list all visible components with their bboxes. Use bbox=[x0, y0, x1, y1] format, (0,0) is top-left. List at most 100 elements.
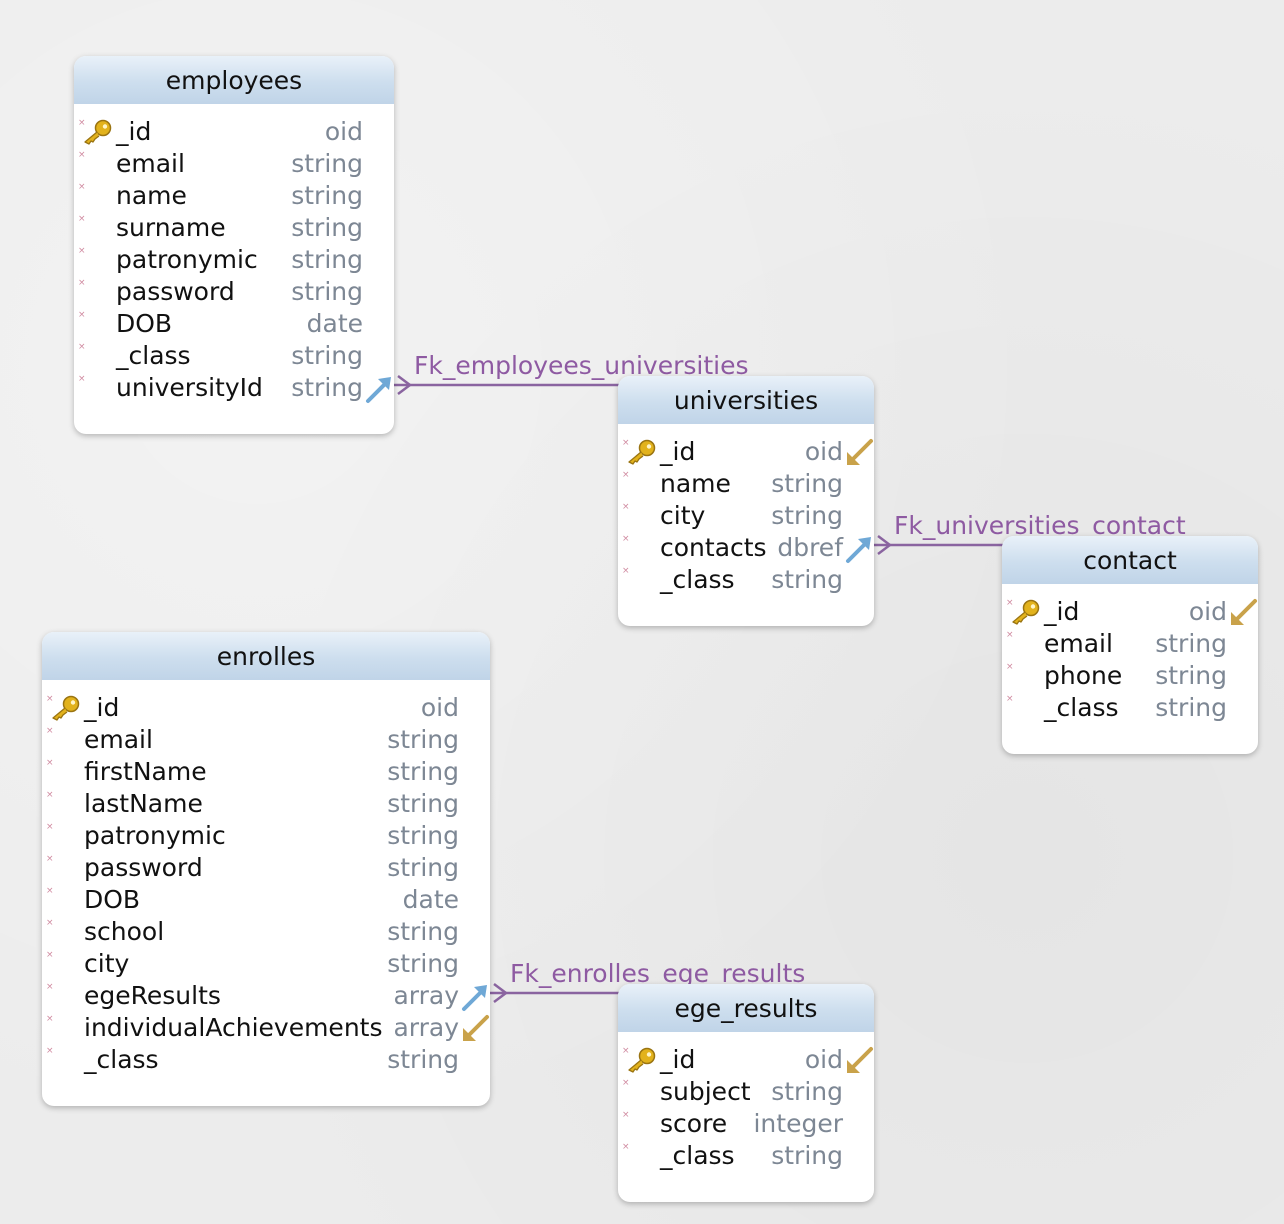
fk-label-employees-universities[interactable]: Fk_employees_universities bbox=[414, 351, 749, 380]
field-type: string bbox=[291, 213, 363, 242]
field-marker-icon: × bbox=[46, 1014, 54, 1024]
field-type: oid bbox=[804, 1045, 843, 1074]
field-type: string bbox=[291, 181, 363, 210]
primary-key-icon bbox=[52, 695, 80, 721]
field-row-id[interactable]: × _id oid bbox=[618, 1044, 874, 1076]
field-type: string bbox=[387, 853, 459, 882]
field-name: _id bbox=[84, 693, 120, 722]
field-type: array bbox=[393, 1013, 459, 1042]
field-name: email bbox=[116, 149, 185, 178]
field-type: oid bbox=[1188, 597, 1227, 626]
field-name: DOB bbox=[84, 885, 141, 914]
field-marker-icon: × bbox=[78, 150, 86, 160]
field-type: date bbox=[402, 885, 459, 914]
field-name: _id bbox=[660, 1045, 696, 1074]
field-name: _class bbox=[1044, 693, 1119, 722]
field-marker-icon: × bbox=[622, 1142, 630, 1152]
field-marker-icon: × bbox=[622, 1046, 630, 1056]
field-marker-icon: × bbox=[46, 982, 54, 992]
field-row-individualachievements[interactable]: × individualAchievements array bbox=[42, 1012, 490, 1044]
field-marker-icon: × bbox=[1006, 630, 1014, 640]
field-marker-icon: × bbox=[622, 534, 630, 544]
field-type: string bbox=[387, 789, 459, 818]
field-marker-icon: × bbox=[46, 854, 54, 864]
field-name: contacts bbox=[660, 533, 767, 562]
primary-key-icon bbox=[1012, 599, 1040, 625]
field-type: string bbox=[387, 917, 459, 946]
field-row-dob[interactable]: × DOB date bbox=[42, 884, 490, 916]
field-name: individualAchievements bbox=[84, 1013, 383, 1042]
field-type: string bbox=[771, 501, 843, 530]
field-type: string bbox=[387, 757, 459, 786]
field-name: firstName bbox=[84, 757, 207, 786]
field-name: patronymic bbox=[84, 821, 226, 850]
field-name: patronymic bbox=[116, 245, 258, 274]
field-type: string bbox=[1155, 661, 1227, 690]
table-title[interactable]: contact bbox=[1002, 536, 1258, 584]
field-marker-icon: × bbox=[1006, 598, 1014, 608]
table-title[interactable]: ege_results bbox=[618, 984, 874, 1032]
field-type: string bbox=[291, 341, 363, 370]
field-name: subject bbox=[660, 1077, 751, 1106]
field-marker-icon: × bbox=[78, 342, 86, 352]
field-marker-icon: × bbox=[46, 886, 54, 896]
table-title[interactable]: universities bbox=[618, 376, 874, 424]
field-marker-icon: × bbox=[622, 1078, 630, 1088]
field-name: email bbox=[84, 725, 153, 754]
field-type: oid bbox=[324, 117, 363, 146]
reference-out-arrow-icon bbox=[366, 377, 391, 403]
table-title[interactable]: employees bbox=[74, 56, 394, 104]
field-type: string bbox=[387, 821, 459, 850]
field-type: string bbox=[387, 1045, 459, 1074]
table-title[interactable]: enrolles bbox=[42, 632, 490, 680]
field-type: oid bbox=[804, 437, 843, 466]
reference-out-arrow-icon bbox=[462, 985, 487, 1011]
fk-label-enrolles-ege-results[interactable]: Fk_enrolles_ege_results bbox=[510, 959, 806, 988]
field-name: name bbox=[116, 181, 187, 210]
field-type: string bbox=[387, 949, 459, 978]
field-marker-icon: × bbox=[46, 1046, 54, 1056]
field-type: string bbox=[771, 469, 843, 498]
field-name: _id bbox=[660, 437, 696, 466]
fk-label-universities-contact[interactable]: Fk_universities_contact bbox=[894, 511, 1186, 540]
field-name: score bbox=[660, 1109, 728, 1138]
